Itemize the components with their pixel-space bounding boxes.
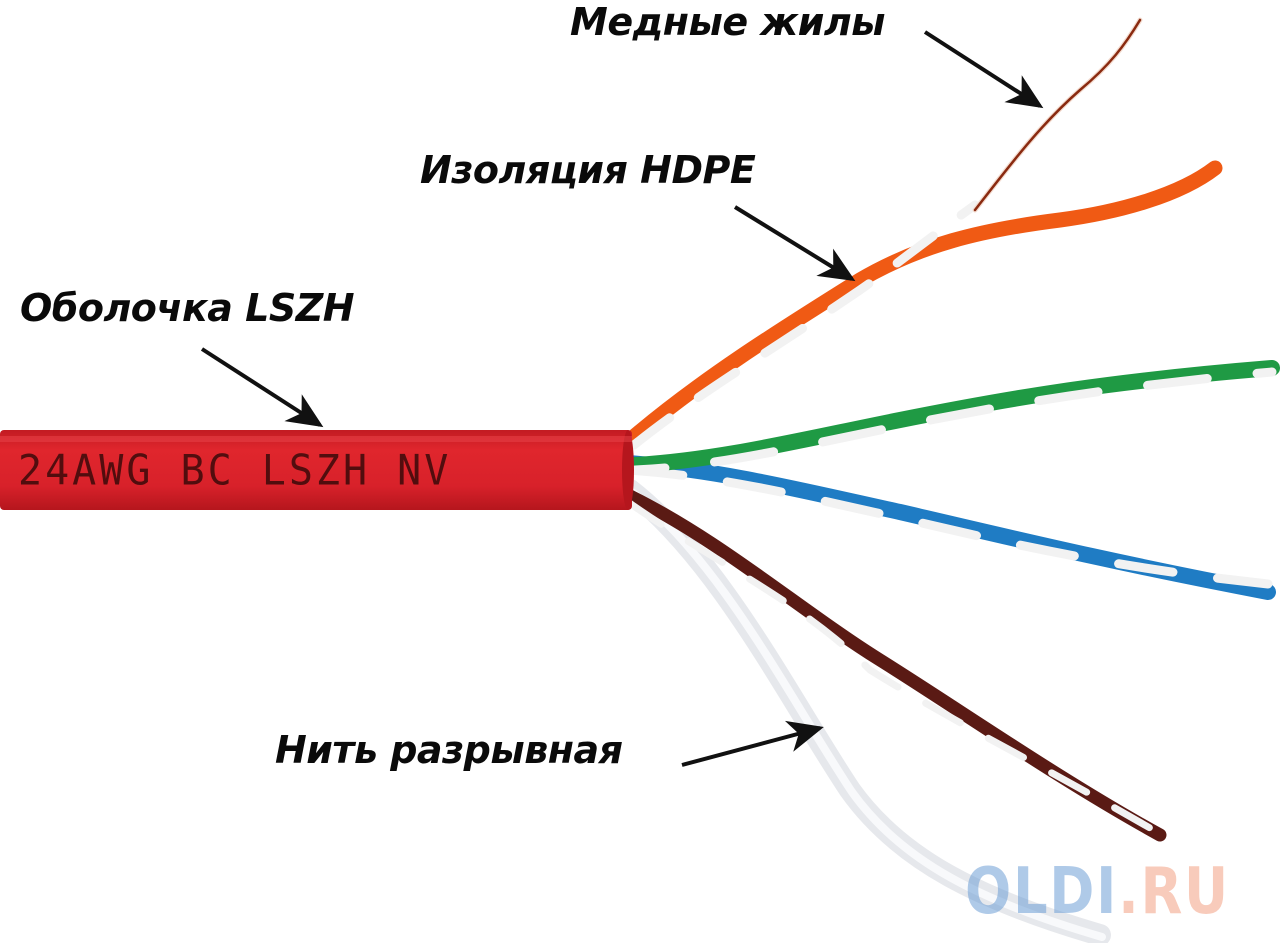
- annotation-arrows: [200, 30, 1044, 767]
- copper-arrow: [923, 30, 1044, 109]
- watermark-logo: OLDI.RU: [965, 855, 1230, 929]
- jacket-arrow: [200, 347, 324, 428]
- watermark-part-2: .RU: [1118, 855, 1230, 929]
- label-copper-conductors: Медные жилы: [570, 0, 886, 44]
- green-wire-pair: [627, 360, 1280, 475]
- blue-wire-pair: [620, 455, 1276, 600]
- watermark-part-1: OLDI: [965, 855, 1119, 929]
- ripcord-arrow: [681, 720, 824, 767]
- cable-jacket: [0, 430, 634, 510]
- ripcord-threads: [619, 479, 1111, 943]
- label-hdpe-insulation: Изоляция HDPE: [420, 148, 756, 192]
- copper-conductor: [972, 17, 1143, 213]
- insulation-arrow: [733, 205, 856, 282]
- brown-wire-pair: [621, 488, 1167, 842]
- jacket-marking-text: 24AWG BC LSZH NV: [18, 446, 452, 496]
- label-ripcord: Нить разрывная: [275, 728, 623, 772]
- orange-wire-pair: [622, 160, 1223, 450]
- label-lszh-jacket: Оболочка LSZH: [20, 286, 355, 330]
